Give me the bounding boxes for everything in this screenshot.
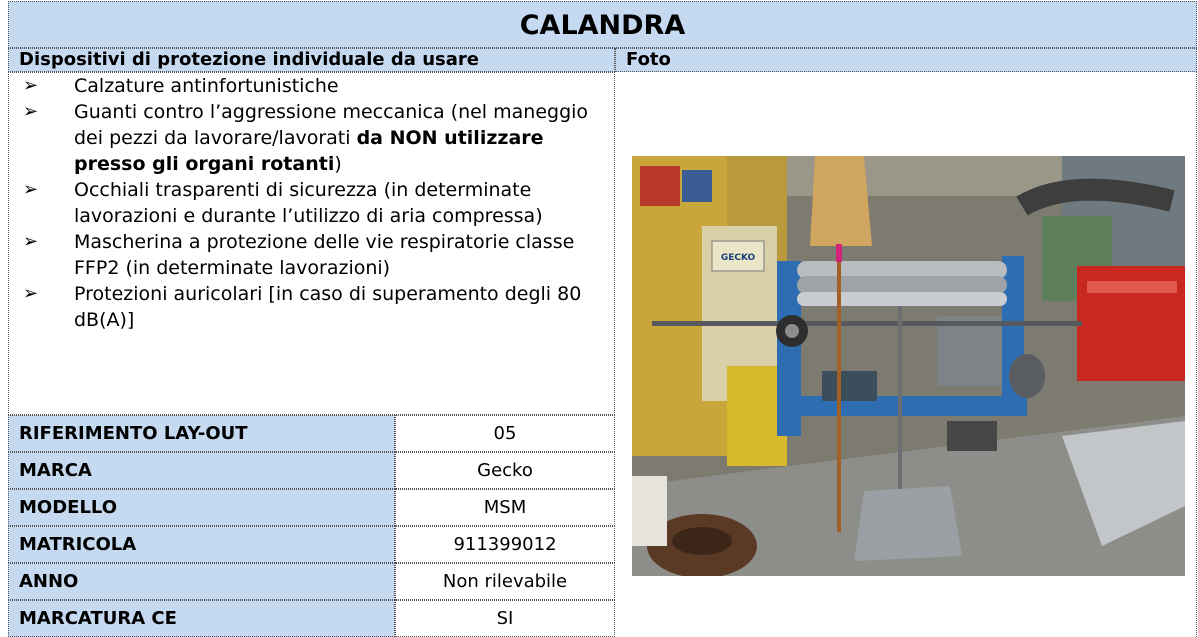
arrow-bullet-icon: ➢ xyxy=(23,283,39,304)
arrow-bullet-icon: ➢ xyxy=(23,75,39,96)
detail-row-layout: RIFERIMENTO LAY-OUT 05 xyxy=(8,415,615,452)
detail-label: RIFERIMENTO LAY-OUT xyxy=(8,415,395,452)
photo-cell: GECKO xyxy=(615,72,1197,637)
detail-label: MARCATURA CE xyxy=(8,600,395,637)
machine-brand-label: GECKO xyxy=(721,253,756,263)
dpi-item-text: Guanti contro l’aggressione meccanica (n… xyxy=(74,101,589,149)
detail-row-marca: MARCA Gecko xyxy=(8,452,615,489)
dpi-item: ➢ Mascherina a protezione delle vie resp… xyxy=(9,229,614,281)
detail-label: MATRICOLA xyxy=(8,526,395,563)
dpi-item-text: Protezioni auricolari [in caso di supera… xyxy=(74,283,582,331)
detail-row-ce: MARCATURA CE SI xyxy=(8,600,615,637)
dpi-item-text: Mascherina a protezione delle vie respir… xyxy=(74,231,575,279)
dpi-item-text-end: ) xyxy=(334,153,342,175)
detail-row-modello: MODELLO MSM xyxy=(8,489,615,526)
machine-photo: GECKO xyxy=(632,156,1185,576)
dpi-item: ➢ Occhiali trasparenti di sicurezza (in … xyxy=(9,177,614,229)
calandra-photo-illustration: GECKO xyxy=(632,156,1185,576)
detail-value: 911399012 xyxy=(395,526,615,563)
arrow-bullet-icon: ➢ xyxy=(23,179,39,200)
detail-row-anno: ANNO Non rilevabile xyxy=(8,563,615,600)
dpi-item-warning: da NON utilizzare presso gli organi rota… xyxy=(74,127,544,175)
photo-header: Foto xyxy=(615,48,1197,72)
dpi-item: ➢ Calzature antinfortunistiche xyxy=(9,73,614,99)
detail-row-matricola: MATRICOLA 911399012 xyxy=(8,526,615,563)
detail-value: 05 xyxy=(395,415,615,452)
detail-label: MODELLO xyxy=(8,489,395,526)
arrow-bullet-icon: ➢ xyxy=(23,101,39,122)
detail-value: Non rilevabile xyxy=(395,563,615,600)
detail-label: MARCA xyxy=(8,452,395,489)
page-title: CALANDRA xyxy=(8,1,1197,48)
arrow-bullet-icon: ➢ xyxy=(23,231,39,252)
dpi-item-text: Calzature antinfortunistiche xyxy=(74,75,339,97)
machine-sheet: CALANDRA Dispositivi di protezione indiv… xyxy=(8,1,1197,637)
dpi-item: ➢ Protezioni auricolari [in caso di supe… xyxy=(9,281,614,333)
detail-value: SI xyxy=(395,600,615,637)
dpi-item-text: Occhiali trasparenti di sicurezza (in de… xyxy=(74,179,543,227)
dpi-header: Dispositivi di protezione individuale da… xyxy=(8,48,615,72)
dpi-cell: ➢ Calzature antinfortunistiche ➢ Guanti … xyxy=(8,72,615,415)
detail-value: MSM xyxy=(395,489,615,526)
detail-label: ANNO xyxy=(8,563,395,600)
dpi-item: ➢ Guanti contro l’aggressione meccanica … xyxy=(9,99,614,177)
dpi-list: ➢ Calzature antinfortunistiche ➢ Guanti … xyxy=(9,73,614,333)
detail-value: Gecko xyxy=(395,452,615,489)
